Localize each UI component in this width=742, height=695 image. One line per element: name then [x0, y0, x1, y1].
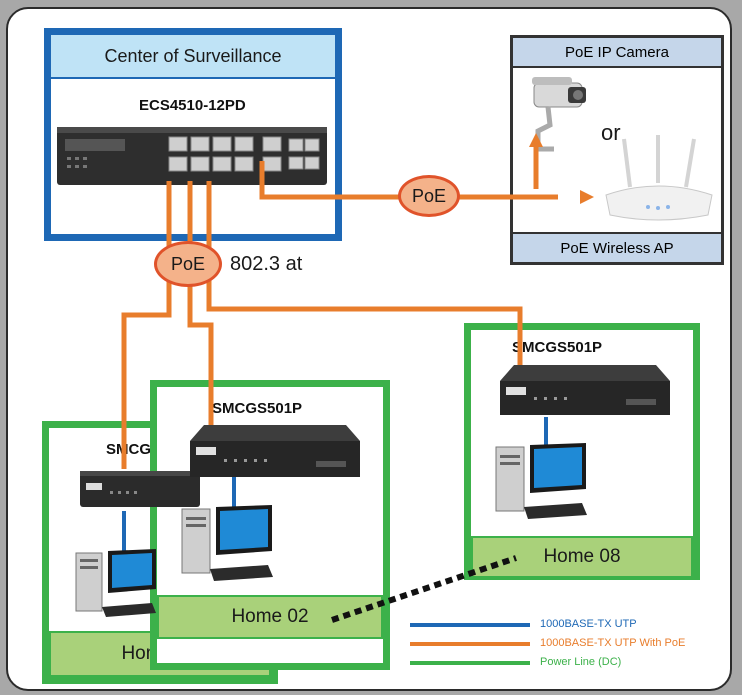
diagram-frame: Center of Surveillance ECS4510-12PD	[6, 7, 732, 691]
legend-utp: 1000BASE-TX UTP	[540, 618, 637, 630]
home-08-label-text: Home 08	[543, 546, 621, 567]
home-01-switch-icon	[80, 471, 200, 507]
center-model-label: ECS4510-12PD	[139, 97, 246, 114]
home-02-pc-icon	[181, 505, 273, 581]
link-dotted	[331, 555, 517, 623]
legend-power-line: Power Line (DC)	[540, 656, 622, 668]
ap-title-bar: PoE Wireless AP	[513, 232, 721, 262]
poe-badge-main: PoE	[154, 241, 222, 287]
home-02-label: Home 02	[157, 595, 383, 639]
home-02-switch-icon	[190, 425, 360, 477]
ip-camera-icon	[532, 77, 586, 152]
legend-utp-poe: 1000BASE-TX UTP With PoE	[540, 637, 686, 649]
camera-title: PoE IP Camera	[565, 43, 669, 61]
or-text: or	[601, 120, 621, 145]
home-08-switch-icon	[500, 365, 670, 415]
home-08-pc-icon	[495, 443, 587, 519]
home-08-label: Home 08	[471, 536, 693, 578]
wireless-ap-icon	[605, 135, 713, 221]
home-02-label-text: Home 02	[231, 606, 309, 627]
camera-arrowhead	[529, 133, 543, 147]
home-08-model: SMCGS501P	[512, 339, 603, 356]
poe-badge-camera: PoE	[398, 175, 460, 217]
home-01-model: SMCG	[106, 441, 151, 458]
poe-cables	[121, 139, 558, 469]
camera-title-bar: PoE IP Camera	[513, 38, 721, 68]
center-title-text: Center of Surveillance	[104, 45, 282, 66]
ap-arrowhead	[580, 190, 594, 204]
ap-title: PoE Wireless AP	[560, 239, 674, 257]
legend-lines	[410, 623, 530, 665]
home-02-model: SMCGS501P	[212, 400, 303, 417]
utp-cables	[122, 417, 548, 555]
poe-standard-label: 802.3 at	[230, 253, 303, 275]
center-title: Center of Surveillance	[51, 35, 335, 79]
home-01-pc-icon	[75, 549, 156, 617]
poe-badge-camera-text: PoE	[411, 185, 447, 206]
poe-badge-main-text: PoE	[170, 253, 206, 274]
